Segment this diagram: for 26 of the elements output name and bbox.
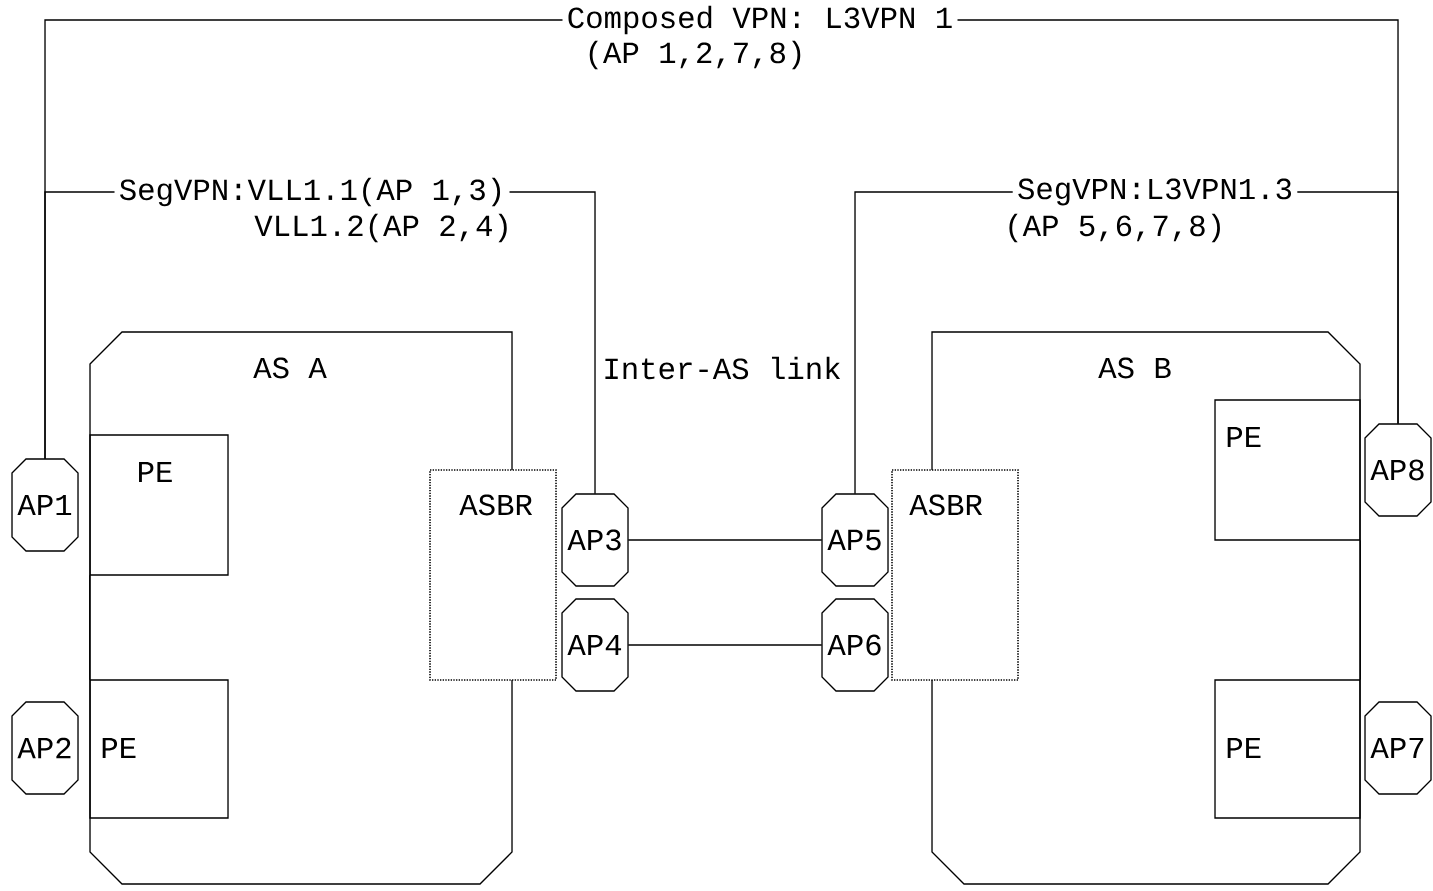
connector-line [44,191,116,460]
link-label: Inter-AS link [605,356,841,380]
access-point: AP8 [1364,423,1432,517]
access-point: AP5 [821,493,889,587]
pe-box: PE [1214,399,1361,541]
connector-line [854,191,1014,495]
connector-line [627,644,823,646]
vpn-label: SegVPN:VLL1.1(AP 1,3) VLL1.2(AP 2,4) [119,177,507,243]
asbr-box: ASBR [891,469,1019,681]
access-point: AP1 [11,458,79,552]
asbr-box: ASBR [429,469,557,681]
access-point: AP3 [561,493,629,587]
connector-line [89,574,91,681]
vpn-label: SegVPN:L3VPN1.3 (AP 5,6,7,8) [1009,178,1292,243]
vpn-label: Composed VPN: L3VPN 1 (AP 1,2,7,8) [568,5,952,70]
access-point: AP4 [561,598,629,692]
pe-box: PE [89,679,229,819]
connector-line [1296,191,1399,425]
pe-box: PE [1214,679,1361,819]
connector-line [627,539,823,541]
pe-box: PE [89,434,229,576]
access-point: AP2 [11,701,79,795]
access-point: AP7 [1364,701,1432,795]
connector-line [508,191,596,495]
access-point: AP6 [821,598,889,692]
connector-line [1359,539,1361,681]
